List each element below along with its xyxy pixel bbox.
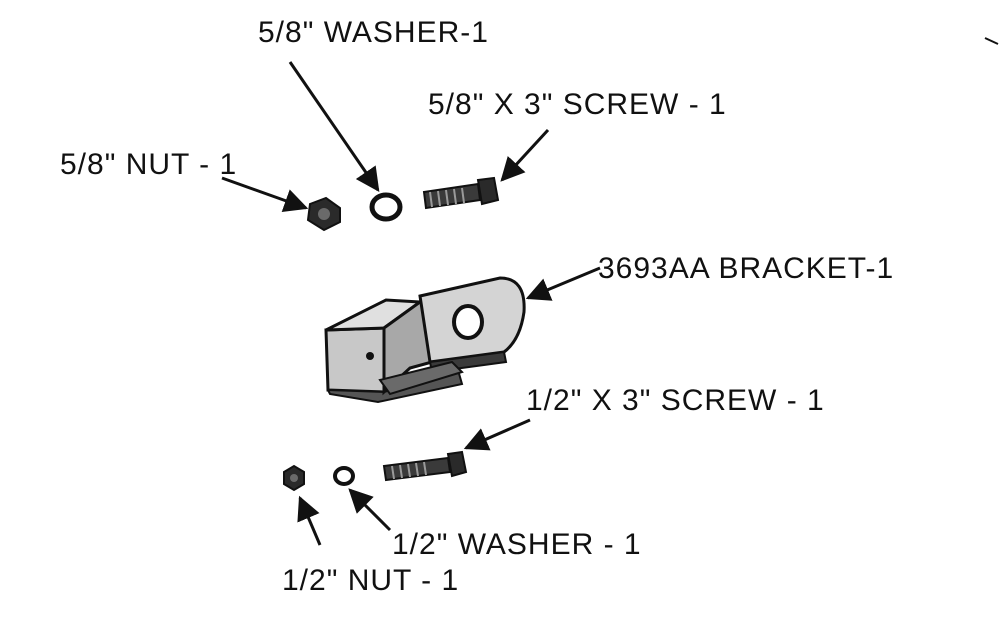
label-screw-12: 1/2" X 3" SCREW - 1	[526, 384, 825, 417]
corner-mark	[984, 37, 999, 45]
label-nut-58: 5/8" NUT - 1	[60, 148, 238, 181]
screw-12-part	[382, 450, 468, 482]
washer-12-part	[333, 466, 355, 486]
arrow-washer-12	[348, 488, 392, 532]
label-washer-12: 1/2" WASHER - 1	[392, 528, 642, 561]
bracket-part	[324, 276, 526, 404]
label-nut-12: 1/2" NUT - 1	[282, 564, 460, 597]
screw-58-part	[422, 176, 500, 210]
arrow-washer-58	[288, 61, 380, 192]
arrow-screw-58	[500, 128, 550, 182]
label-washer-58: 5/8" WASHER-1	[258, 16, 489, 49]
label-bracket: 3693AA BRACKET-1	[598, 252, 895, 285]
arrow-nut-58	[221, 176, 309, 213]
label-screw-58: 5/8" X 3" SCREW - 1	[428, 88, 727, 121]
nut-12-part	[283, 464, 305, 492]
nut-58-part	[306, 196, 341, 232]
arrow-bracket	[525, 266, 601, 301]
washer-58-part	[369, 192, 403, 222]
arrow-nut-12	[297, 495, 322, 546]
arrow-screw-12	[463, 418, 531, 451]
